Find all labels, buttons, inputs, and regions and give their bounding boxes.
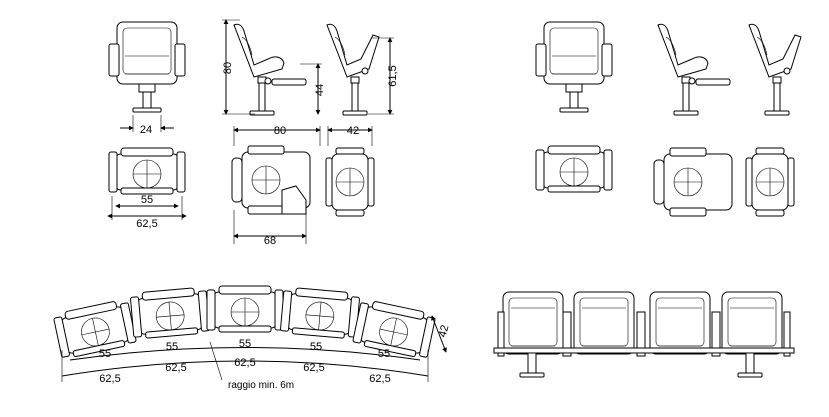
dimension-plan-open-width: 68 <box>233 210 307 247</box>
dimension-label-62-5: 62,5 <box>136 218 157 230</box>
straight-row-front <box>493 291 795 378</box>
curved-label-depth-42: 42 <box>437 324 452 339</box>
curved-label-inner-5: 55 <box>378 348 390 360</box>
curved-label-outer-1: 62,5 <box>99 373 120 385</box>
dimension-top-folded-depth: 42 <box>327 125 373 146</box>
plan-view-seat <box>108 147 186 195</box>
dimension-label-55: 55 <box>141 194 153 206</box>
side-view-chair-folded-plain <box>748 23 802 116</box>
dimension-top-open-depth: 80 <box>233 125 321 146</box>
side-view-chair-folded <box>326 23 380 116</box>
curved-label-outer-5: 62,5 <box>369 373 390 385</box>
plan-view-seat-folded <box>325 147 375 217</box>
plan-view-seat-plain <box>535 145 613 193</box>
curved-label-outer-4: 62,5 <box>303 362 324 374</box>
curved-label-outer-2: 62,5 <box>165 362 186 374</box>
curved-row-dimensions: 55 55 55 55 55 62,5 62,5 62,5 62,5 62,5 … <box>61 315 452 391</box>
dimension-label-44: 44 <box>314 84 326 96</box>
side-view-chair-open-plain <box>657 23 731 116</box>
plan-view-seat-folded-plain <box>745 147 795 217</box>
side-view-chair-open <box>233 23 307 116</box>
dimension-label-80-vertical: 80 <box>222 62 234 74</box>
curved-label-inner-3: 55 <box>239 338 251 350</box>
curved-label-outer-3: 62,5 <box>234 357 255 369</box>
dimension-label-24: 24 <box>140 124 152 136</box>
dimension-label-61-5: 61,5 <box>387 65 399 86</box>
dimension-label-80-horizontal: 80 <box>274 125 286 137</box>
dimension-folded-height: 61,5 <box>368 37 399 115</box>
dimension-plan-inner: 55 62,5 <box>107 194 187 230</box>
dimension-label-42-top: 42 <box>347 125 359 137</box>
radius-note: raggio min. 6m <box>228 380 294 391</box>
dimension-label-68: 68 <box>264 235 276 247</box>
curved-label-inner-2: 55 <box>166 341 178 353</box>
plan-view-seat-open <box>231 145 311 215</box>
front-view-chair-plain <box>535 21 613 113</box>
dimension-side-height: 80 <box>222 19 255 115</box>
dimension-front-base: 24 <box>120 115 174 136</box>
front-view-chair <box>108 21 186 113</box>
curved-label-inner-4: 55 <box>310 341 322 353</box>
plan-view-seat-open-plain <box>653 147 733 217</box>
curved-label-inner-1: 55 <box>99 348 111 360</box>
dimension-seat-height: 44 <box>300 63 326 115</box>
